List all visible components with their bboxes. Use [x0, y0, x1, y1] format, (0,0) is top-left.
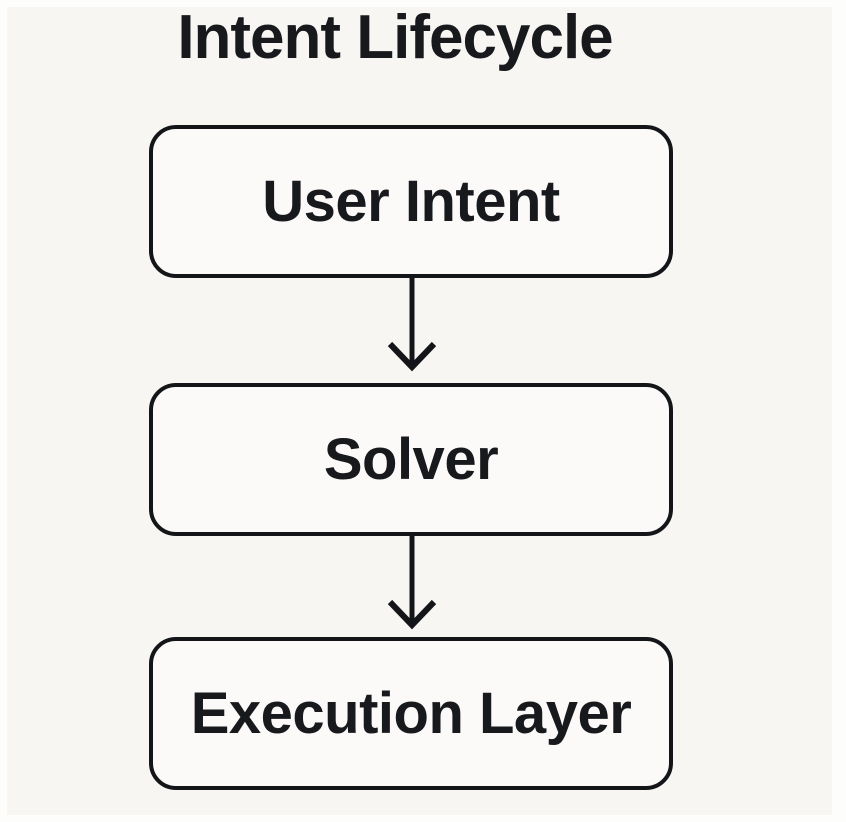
node-solver: Solver — [149, 383, 673, 536]
node-solver-label: Solver — [323, 427, 499, 492]
node-user-intent: User Intent — [149, 125, 673, 278]
node-execution-layer: Execution Layer — [149, 637, 673, 790]
node-user-intent-label: User Intent — [262, 169, 560, 234]
arrow-down-icon — [382, 278, 442, 372]
arrow-down-icon — [382, 536, 442, 630]
diagram-title: Intent Lifecycle — [177, 3, 613, 72]
node-execution-layer-label: Execution Layer — [190, 681, 632, 746]
